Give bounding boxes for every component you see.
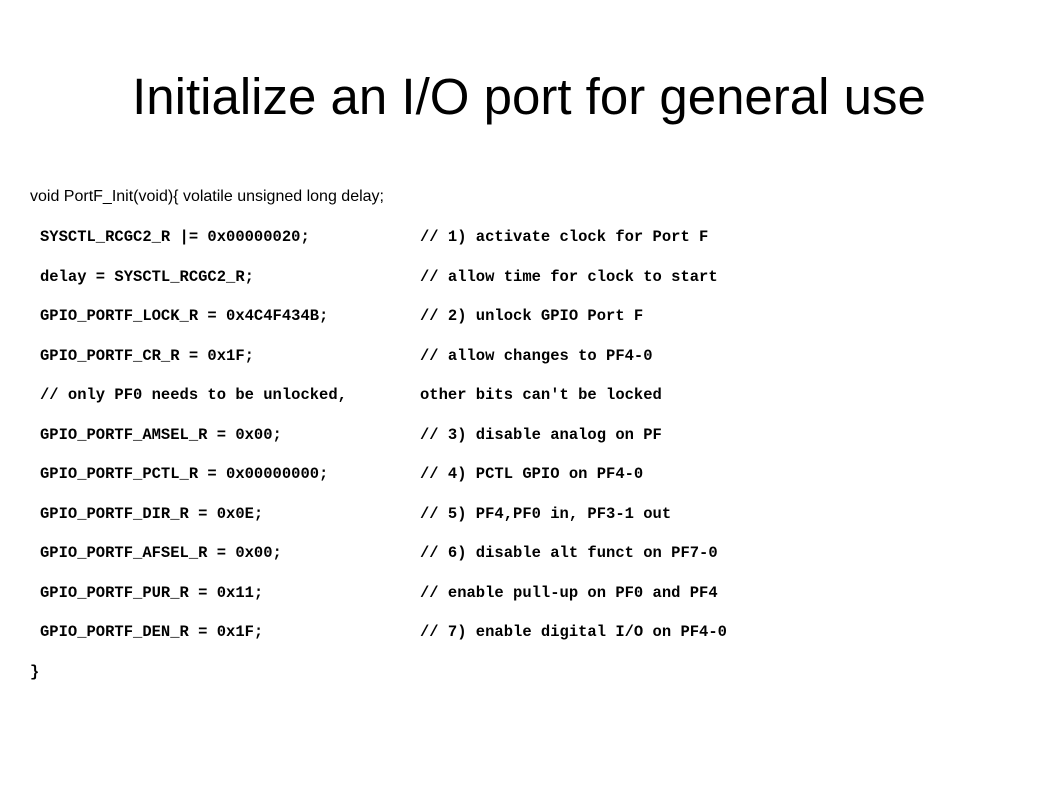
code-statement: // only PF0 needs to be unlocked,	[40, 386, 347, 404]
code-statement: delay = SYSCTL_RCGC2_R;	[40, 267, 254, 286]
code-comment: // 2) unlock GPIO Port F	[420, 307, 644, 325]
code-comment: // 3) disable analog on PF	[420, 425, 662, 444]
code-statement: SYSCTL_RCGC2_R |= 0x00000020;	[40, 228, 310, 246]
code-comment: // allow changes to PF4-0	[420, 346, 653, 365]
code-comment: // 6) disable alt funct on PF7-0	[420, 544, 718, 562]
slide-title: Initialize an I/O port for general use	[132, 68, 926, 125]
code-closing-brace: }	[30, 663, 40, 681]
code-statement: GPIO_PORTF_AFSEL_R = 0x00;	[40, 544, 282, 562]
code-comment: // 5) PF4,PF0 in, PF3-1 out	[420, 504, 672, 523]
code-statement: GPIO_PORTF_LOCK_R = 0x4C4F434B;	[40, 307, 329, 325]
code-statement: GPIO_PORTF_PCTL_R = 0x00000000;	[40, 465, 329, 483]
code-function-signature: void PortF_Init(void){ volatile unsigned…	[30, 188, 384, 205]
code-comment: // allow time for clock to start	[420, 267, 718, 286]
code-comment: // enable pull-up on PF0 and PF4	[420, 583, 718, 602]
code-statement: GPIO_PORTF_CR_R = 0x1F;	[40, 346, 254, 365]
code-comment: other bits can't be locked	[420, 386, 662, 404]
code-statement: GPIO_PORTF_AMSEL_R = 0x00;	[40, 425, 282, 444]
code-statement: GPIO_PORTF_DEN_R = 0x1F;	[40, 623, 264, 641]
code-comment: // 1) activate clock for Port F	[420, 228, 709, 246]
code-comment: // 4) PCTL GPIO on PF4-0	[420, 465, 644, 483]
code-statement: GPIO_PORTF_DIR_R = 0x0E;	[40, 504, 264, 523]
code-comment: // 7) enable digital I/O on PF4-0	[420, 623, 727, 641]
code-statement: GPIO_PORTF_PUR_R = 0x11;	[40, 583, 264, 602]
